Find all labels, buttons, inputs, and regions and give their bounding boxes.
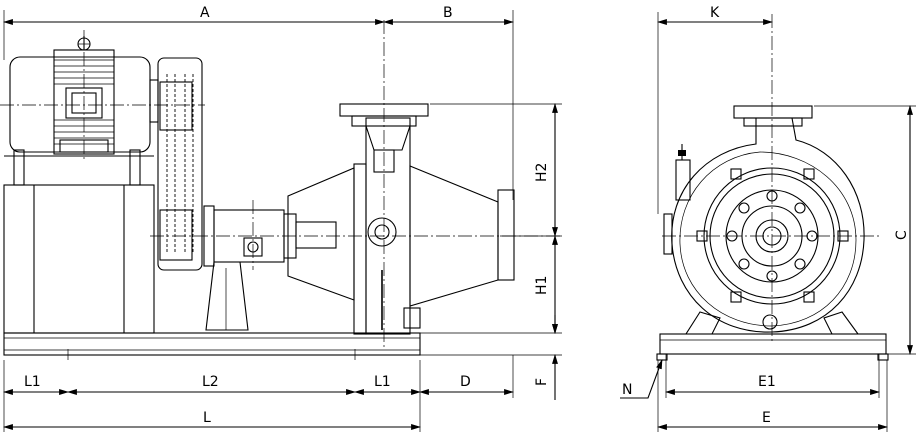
dim-label-h2: H2 <box>534 163 550 182</box>
front-view: K C E1 E N <box>620 5 916 432</box>
dim-label-c: C <box>894 230 910 240</box>
side-view-dimension-lines <box>3 19 558 430</box>
front-view-centerlines <box>662 14 880 342</box>
dim-label-l2: L2 <box>202 374 219 390</box>
dim-label-a: A <box>200 5 210 21</box>
volute-casing <box>663 105 865 335</box>
dim-label-h1: H1 <box>534 276 550 295</box>
motor-pedestal <box>3 149 155 334</box>
belt-guard <box>157 57 203 271</box>
dim-label-f: F <box>534 378 550 386</box>
front-view-dimension-lines <box>620 19 913 430</box>
dim-label-l1-right: L1 <box>374 374 391 390</box>
dim-label-b: B <box>443 5 453 21</box>
dim-label-l: L <box>203 410 211 426</box>
dim-label-d: D <box>460 374 471 390</box>
dim-label-n: N <box>622 382 632 398</box>
dim-label-k: K <box>710 5 720 21</box>
dim-label-e: E <box>762 410 771 426</box>
bearing-frame <box>203 205 337 331</box>
side-view-centerlines <box>0 20 560 348</box>
side-view: A B H2 H1 F L1 L2 L1 D L <box>0 5 562 432</box>
base-frame <box>3 332 421 360</box>
front-flange <box>696 167 849 330</box>
pump-casing <box>287 103 515 335</box>
side-view-extension-lines <box>3 10 562 432</box>
dim-label-e1: E1 <box>758 374 776 390</box>
dim-label-l1-left: L1 <box>24 374 41 390</box>
